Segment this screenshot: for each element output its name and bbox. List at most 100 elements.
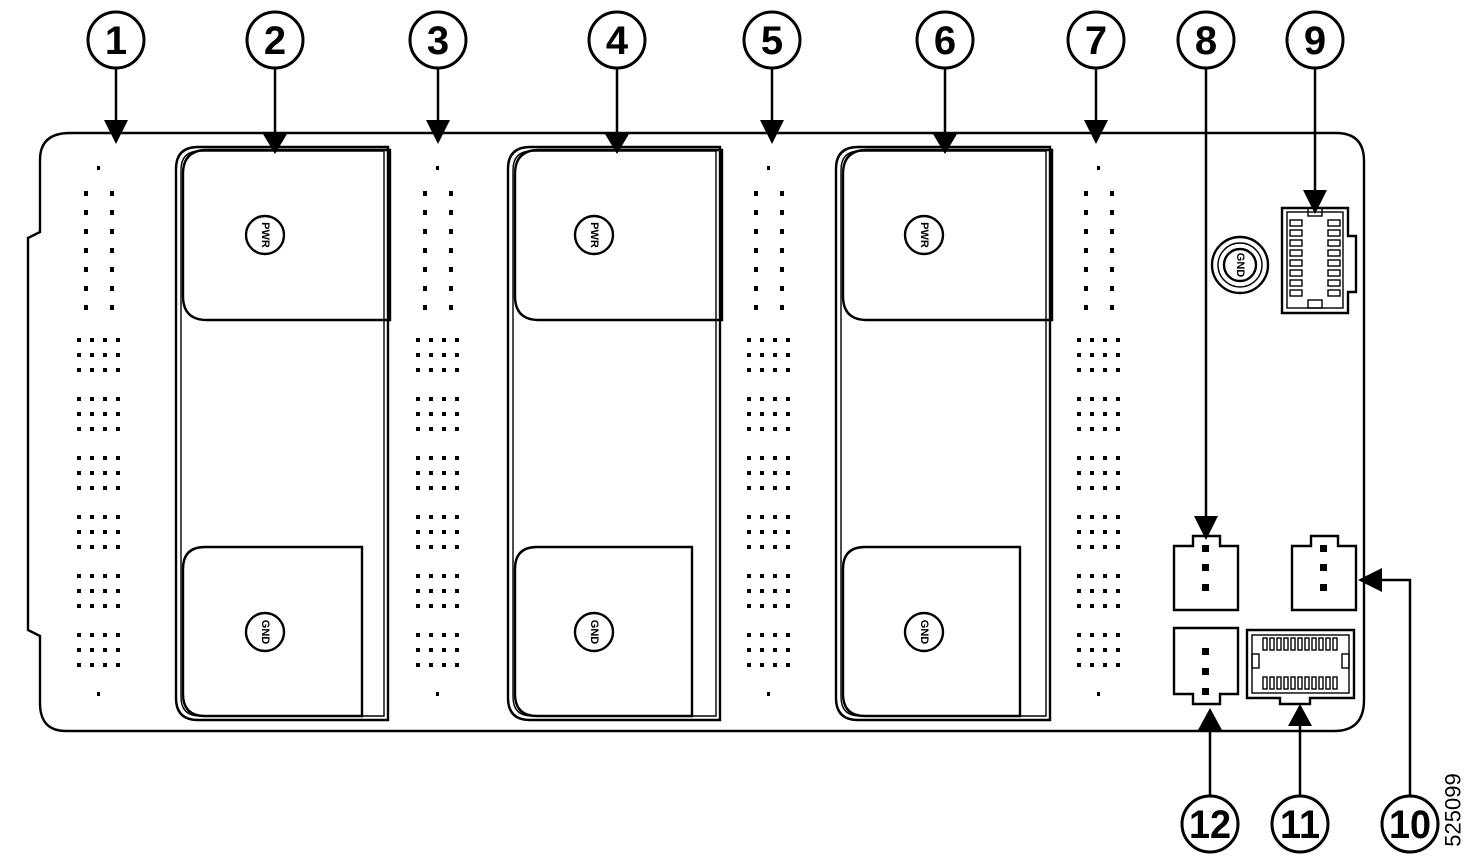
contact-dot [1090, 545, 1094, 549]
contact-dot [442, 471, 446, 475]
contact-dot [416, 412, 420, 416]
contact-dot [1327, 219, 1341, 227]
contact-dot [116, 353, 120, 357]
contact-dot [1116, 648, 1120, 652]
busbar-1 [174, 145, 392, 722]
contact-dot [77, 486, 81, 490]
contact-dot [416, 456, 420, 460]
contact-dot [97, 692, 100, 696]
contact-dot [442, 515, 446, 519]
contact-dot [1084, 191, 1088, 196]
contact-dot [747, 427, 751, 431]
contact-dot [786, 545, 790, 549]
contact-dot [1289, 279, 1303, 287]
contact-dot [1077, 456, 1081, 460]
contact-dot [760, 471, 764, 475]
contact-dot [103, 604, 107, 608]
contact-dot [416, 515, 420, 519]
contact-dot [773, 471, 777, 475]
contact-dot [103, 456, 107, 460]
contact-dot [1327, 289, 1341, 297]
contact-dot [1077, 663, 1081, 667]
connector-11 [1245, 628, 1356, 706]
contact-dot [442, 456, 446, 460]
contact-dot [90, 338, 94, 342]
contact-dot [1318, 676, 1324, 690]
contact-dot [416, 471, 420, 475]
contact-dot [1090, 530, 1094, 534]
callout-3: 3 [408, 10, 468, 70]
contact-dot [416, 397, 420, 401]
callout-6: 6 [915, 10, 975, 70]
contact-dot [116, 397, 120, 401]
contact-dot [429, 530, 433, 534]
callout-10: 10 [1380, 794, 1440, 854]
contact-dot [754, 248, 758, 253]
ground-stud-label: GND [1234, 253, 1246, 278]
contact-dot [1077, 633, 1081, 637]
contact-dot [77, 545, 81, 549]
contact-dot [1116, 486, 1120, 490]
contact-dot [760, 412, 764, 416]
contact-dot [760, 604, 764, 608]
contact-dot [416, 589, 420, 593]
contact-dot [1077, 427, 1081, 431]
contact-dot [780, 191, 784, 196]
contact-dot [416, 427, 420, 431]
contact-dot [1116, 515, 1120, 519]
contact-dot [754, 267, 758, 272]
contact-dot [1110, 210, 1114, 215]
contact-dot [747, 663, 751, 667]
contact-dot [1297, 676, 1303, 690]
contact-dot [786, 471, 790, 475]
contact-dot [103, 545, 107, 549]
contact-dot [1084, 286, 1088, 291]
contact-dot [754, 305, 758, 310]
contact-dot [455, 530, 459, 534]
contact-dot [780, 267, 784, 272]
contact-dot [103, 633, 107, 637]
contact-dot [1290, 637, 1296, 651]
contact-dot [1103, 471, 1107, 475]
contact-dot [786, 604, 790, 608]
contact-dot [442, 397, 446, 401]
contact-dot [760, 427, 764, 431]
contact-dot [429, 486, 433, 490]
contact-dot [786, 574, 790, 578]
contact-dot [103, 368, 107, 372]
contact-dot [423, 286, 427, 291]
contact-dot [1077, 368, 1081, 372]
contact-dot [1103, 412, 1107, 416]
contact-dot [773, 589, 777, 593]
contact-dot [1103, 604, 1107, 608]
contact-dot [442, 338, 446, 342]
contact-dot [773, 515, 777, 519]
contact-dot [760, 486, 764, 490]
contact-dot [429, 427, 433, 431]
contact-dot [1077, 515, 1081, 519]
contact-dot [747, 353, 751, 357]
contact-dot [1289, 269, 1303, 277]
contact-dot [1103, 663, 1107, 667]
contact-dot [786, 427, 790, 431]
contact-dot [429, 515, 433, 519]
contact-dot [760, 633, 764, 637]
contact-dot [773, 412, 777, 416]
figure-id: 525099 [1441, 773, 1466, 846]
callout-label: 5 [761, 19, 783, 63]
contact-dot [786, 633, 790, 637]
contact-dot [110, 267, 114, 272]
contact-dot [1289, 239, 1303, 247]
contact-dot [1289, 259, 1303, 267]
contact-dot [442, 353, 446, 357]
callout-label: 8 [1195, 19, 1217, 63]
contact-dot [429, 663, 433, 667]
contact-dot [455, 397, 459, 401]
busbar-2 [506, 145, 724, 722]
contact-dot [449, 267, 453, 272]
contact-dot [773, 574, 777, 578]
contact-dot [429, 353, 433, 357]
contact-dot [449, 248, 453, 253]
contact-dot [116, 648, 120, 652]
contact-dot [1090, 515, 1094, 519]
